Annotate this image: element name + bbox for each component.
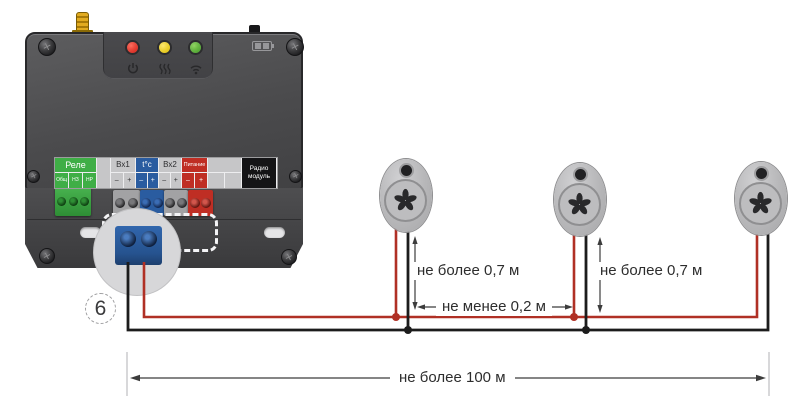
input2-terminal-block [164, 190, 188, 216]
screw-bottom-left-icon: × [39, 248, 55, 264]
red-junction-dot-1 [392, 313, 400, 321]
radio-module-label-line2: модуль [247, 173, 271, 180]
radio-module-label-segment: Радио модуль [242, 158, 277, 188]
mounting-slot-left [80, 227, 101, 238]
power-cell-plus: + [194, 173, 207, 188]
screw-mid-left-icon: × [27, 170, 40, 183]
input1-label: Вх1 [116, 160, 130, 169]
relay-cell-no: НР [82, 173, 96, 188]
relay-cell-nc: НЗ [68, 173, 82, 188]
sensor-mount-hole-icon [575, 169, 586, 180]
magnified-tsensor-terminal [115, 226, 162, 265]
sensor-face [558, 183, 601, 226]
flower-vent-icon [394, 188, 417, 211]
temp-sensor-2 [554, 163, 606, 236]
black-junction-dot-1 [404, 326, 412, 334]
sensor-mount-hole-icon [401, 165, 412, 176]
power-led [127, 42, 138, 53]
top-connector-nub [249, 25, 260, 34]
screw-mid-right-icon: × [289, 170, 302, 183]
terminal-hole-minus [120, 231, 136, 247]
power-label-segment: Питание – + [182, 158, 208, 188]
mounting-slot-right [264, 227, 285, 238]
dim-label-total-length: не более 100 м [390, 369, 515, 387]
temp-sensor-3 [735, 162, 787, 235]
radio-module-label-line1: Радио [249, 165, 269, 172]
link-led [190, 42, 201, 53]
temp-sensor-1 [380, 159, 432, 232]
screw-top-right-icon: × [286, 38, 304, 56]
terminal-hole-plus [141, 231, 157, 247]
input1-cell-plus: + [122, 173, 136, 188]
wifi-icon [190, 65, 202, 75]
input2-label-segment: Вх2 – + [159, 158, 182, 188]
input1-cell-minus: – [114, 177, 119, 184]
terminal-label-strip: Реле Общ НЗ НР Вх1 – + t°c – + Вх2 [55, 158, 277, 188]
black-bus-wire [126, 234, 770, 332]
power-label: Питание [183, 162, 206, 168]
input1-label-segment: Вх1 – + [111, 158, 136, 188]
red-bus-wire [142, 234, 759, 319]
dim-label-height-1: не более 0,7 м [414, 262, 523, 280]
input2-cell-minus: – [162, 177, 167, 184]
screw-top-left-icon: × [38, 38, 56, 56]
blank-segment-1 [97, 158, 111, 188]
sensor-face [384, 179, 427, 222]
blank-segment-2 [208, 158, 242, 188]
callout-number-badge: 6 [85, 293, 116, 324]
power-icon [127, 63, 139, 74]
heating-icon [159, 63, 171, 75]
black-junction-dot-2 [582, 326, 590, 334]
sensor-mount-hole-icon [756, 168, 767, 179]
relay-label-segment: Реле Общ НЗ НР [55, 158, 97, 188]
red-junction-dot-2 [570, 313, 578, 321]
screw-bottom-right-icon: × [281, 249, 297, 265]
flower-vent-icon [749, 191, 772, 214]
led-panel [103, 32, 213, 79]
relay-terminal-block [55, 186, 91, 216]
dim-label-height-2: не более 0,7 м [597, 262, 706, 280]
heating-led [159, 42, 170, 53]
tsensor-label-segment: t°c – + [136, 158, 159, 188]
relay-label: Реле [65, 160, 86, 170]
input2-cell-plus: + [169, 173, 182, 188]
tsensor-cell-minus: – [139, 177, 144, 184]
power-terminal-block [188, 190, 213, 216]
sensor-face [739, 182, 782, 225]
input2-label: Вх2 [163, 160, 177, 169]
tsensor-label: t°c [142, 160, 152, 169]
power-cell-minus: – [186, 177, 190, 184]
relay-cell-common: Общ [56, 177, 67, 183]
battery-icon [252, 41, 274, 51]
tsensor-cell-plus: + [146, 173, 159, 188]
flower-vent-icon [568, 192, 591, 215]
callout-number: 6 [94, 297, 107, 320]
dim-label-spacing: не менее 0,2 м [436, 298, 552, 316]
